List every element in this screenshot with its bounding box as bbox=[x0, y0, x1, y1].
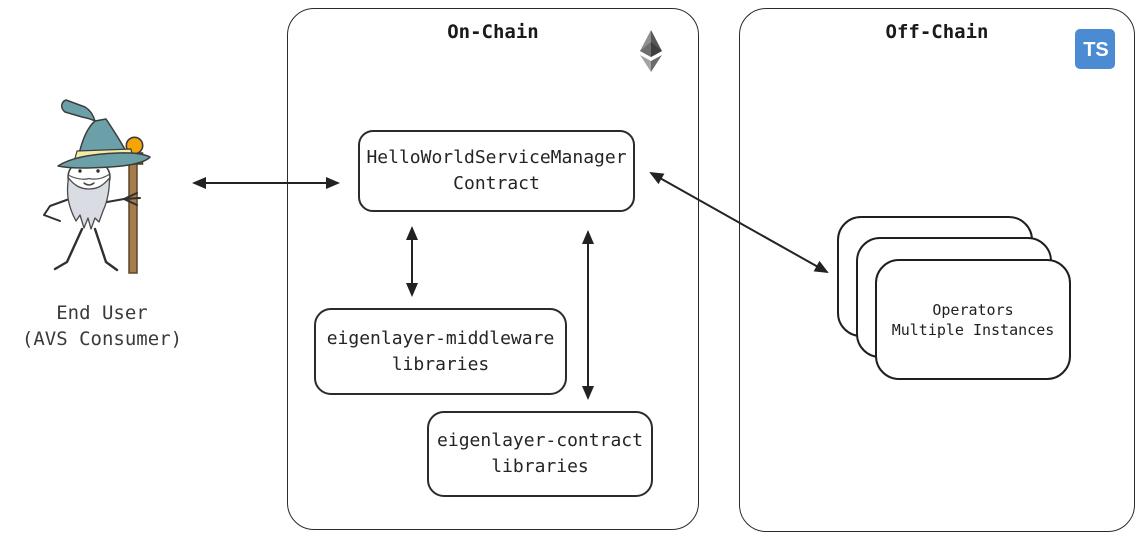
typescript-icon-label: TS bbox=[1083, 39, 1109, 61]
on-chain-title: On-Chain bbox=[447, 21, 539, 43]
node-contracts-line1: eigenlayer-contract bbox=[437, 430, 643, 451]
wizard-legs bbox=[53, 227, 119, 272]
end-user-label: End User (AVS Consumer) bbox=[6, 300, 198, 352]
off-chain-title: Off-Chain bbox=[885, 21, 989, 43]
wizard-illustration bbox=[43, 99, 151, 274]
wizard-smile bbox=[83, 182, 95, 186]
operators-line1: Operators bbox=[932, 300, 1014, 319]
wizard-staff bbox=[124, 136, 144, 274]
wizard-eyes bbox=[73, 163, 105, 173]
node-middleware-line1: eigenlayer-middleware bbox=[326, 327, 555, 349]
node-service-manager-line2: Contract bbox=[453, 173, 540, 194]
typescript-icon: TS bbox=[1075, 29, 1115, 69]
node-service-manager: HelloWorldServiceManager Contract bbox=[358, 130, 635, 212]
wizard-glasses bbox=[67, 173, 111, 180]
ethereum-icon bbox=[640, 30, 662, 72]
operators-line2: Multiple Instances bbox=[891, 320, 1055, 339]
operators-card-front: Operators Multiple Instances bbox=[875, 259, 1071, 380]
node-service-manager-line1: HelloWorldServiceManager bbox=[366, 147, 627, 168]
node-contracts-line2: libraries bbox=[491, 456, 589, 477]
wizard-beard bbox=[66, 177, 111, 230]
wizard-face bbox=[67, 158, 111, 196]
end-user-label-line1: End User bbox=[56, 302, 148, 324]
node-middleware-line2: libraries bbox=[391, 353, 490, 375]
end-user-label-line2: (AVS Consumer) bbox=[21, 328, 183, 350]
node-contracts: eigenlayer-contract libraries bbox=[427, 411, 653, 497]
wizard-hat bbox=[57, 99, 151, 169]
wizard-arms bbox=[43, 192, 141, 222]
node-middleware: eigenlayer-middleware libraries bbox=[314, 308, 567, 395]
